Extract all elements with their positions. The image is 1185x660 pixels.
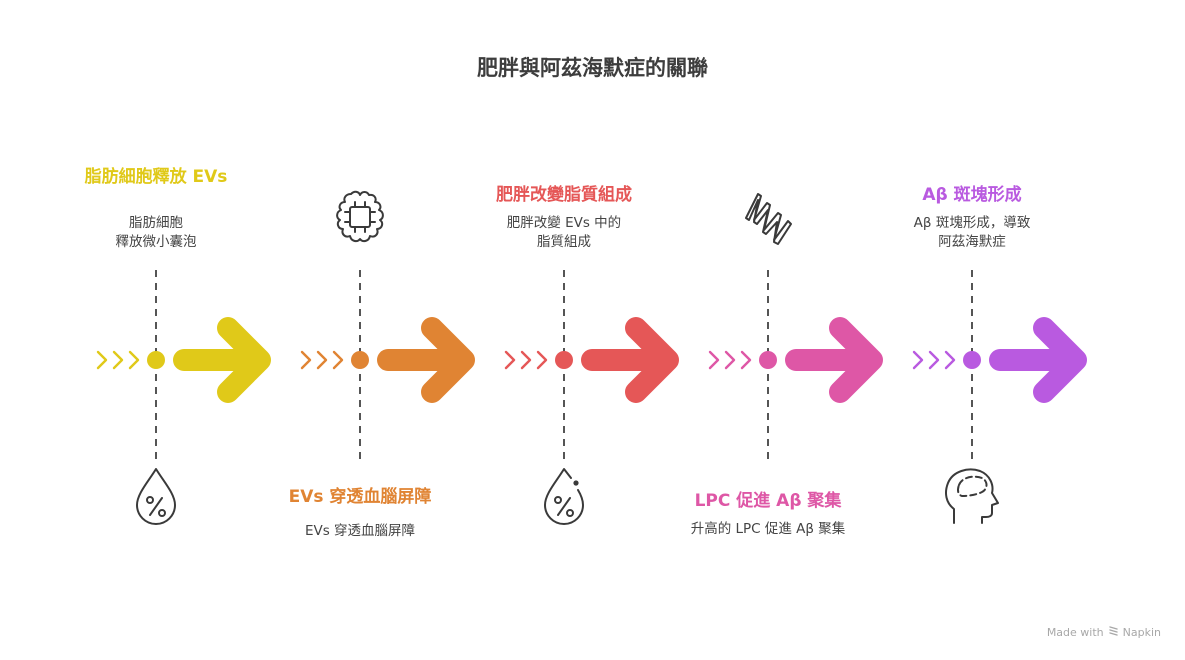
chevron-icon [740, 350, 752, 370]
chevron-icon [128, 350, 140, 370]
diagram-title: 肥胖與阿茲海默症的關聯 [477, 56, 708, 80]
chevron-icon [112, 350, 124, 370]
step-2-description: EVs 穿透血腦屏障 [304, 523, 416, 539]
chevron-icon [724, 350, 736, 370]
chevron-icon [928, 350, 940, 370]
step-3-description: 肥胖改變 EVs 中的 脂質組成 [506, 215, 622, 250]
chevron-icon [536, 350, 548, 370]
head-brain-icon [942, 465, 1002, 531]
water-drop-percent-icon [132, 466, 180, 530]
chevron-icon [504, 350, 516, 370]
chevron-icon [316, 350, 328, 370]
chevron-icon [300, 350, 312, 370]
step-3-node [555, 351, 573, 369]
step-3-arrow-icon [581, 317, 679, 403]
step-4-node [759, 351, 777, 369]
step-5-title: Aβ 斑塊形成 [922, 185, 1022, 205]
napkin-brand-label: Napkin [1122, 626, 1161, 639]
step-4-description: 升高的 LPC 促進 Aβ 聚集 [690, 521, 846, 537]
water-drop-percent-icon [540, 466, 588, 530]
made-with-napkin-credit: Made with Napkin [1047, 625, 1161, 640]
step-4-arrow-icon [785, 317, 883, 403]
chevron-icon [96, 350, 108, 370]
step-3-title: 肥胖改變脂質組成 [496, 185, 632, 205]
step-5-description: Aβ 斑塊形成，導致 阿茲海默症 [913, 215, 1031, 250]
step-1-arrow-icon [173, 317, 271, 403]
napkin-logo-icon [1108, 625, 1119, 640]
step-1-description: 脂肪細胞 釋放微小囊泡 [115, 215, 197, 250]
coil-spring-icon [738, 188, 798, 252]
chevron-icon [912, 350, 924, 370]
brain-chip-icon [329, 188, 391, 252]
chevron-icon [944, 350, 956, 370]
step-1-node [147, 351, 165, 369]
step-5-node [963, 351, 981, 369]
chevron-icon [332, 350, 344, 370]
step-5-arrow-icon [989, 317, 1087, 403]
step-1-title: 脂肪細胞釋放 EVs [84, 167, 228, 187]
step-2-title: EVs 穿透血腦屏障 [288, 487, 432, 507]
step-4-title: LPC 促進 Aβ 聚集 [694, 491, 842, 511]
chevron-icon [520, 350, 532, 370]
step-2-node [351, 351, 369, 369]
made-with-label: Made with [1046, 626, 1104, 639]
step-2-arrow-icon [377, 317, 475, 403]
chevron-icon [708, 350, 720, 370]
